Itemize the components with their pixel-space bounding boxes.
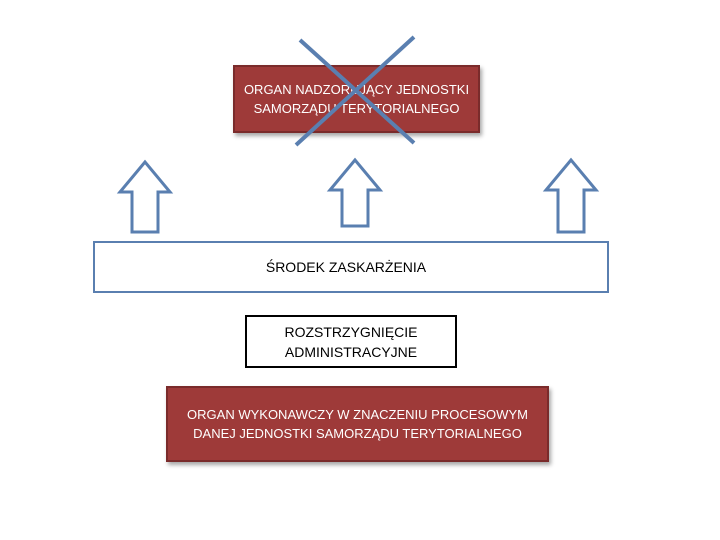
executive-body-box: ORGAN WYKONAWCZY W ZNACZENIU PROCESOWYM … <box>166 386 549 462</box>
decision-box: ROZSTRZYGNIĘCIE ADMINISTRACYJNE <box>245 315 457 368</box>
remedy-label: ŚRODEK ZASKARŻENIA <box>265 258 427 275</box>
up-arrow-center <box>326 157 384 228</box>
up-arrow-right <box>542 157 600 234</box>
decision-label: ROZSTRZYGNIĘCIE ADMINISTRACYJNE <box>284 323 418 360</box>
up-arrow-left <box>116 159 174 234</box>
supervisory-body-label: ORGAN NADZORUJĄCY JEDNOSTKI SAMORZĄDU TE… <box>243 82 470 116</box>
supervisory-body-box: ORGAN NADZORUJĄCY JEDNOSTKI SAMORZĄDU TE… <box>233 65 480 133</box>
remedy-bar: ŚRODEK ZASKARŻENIA <box>93 241 609 293</box>
executive-body-label: ORGAN WYKONAWCZY W ZNACZENIU PROCESOWYM … <box>187 407 528 441</box>
